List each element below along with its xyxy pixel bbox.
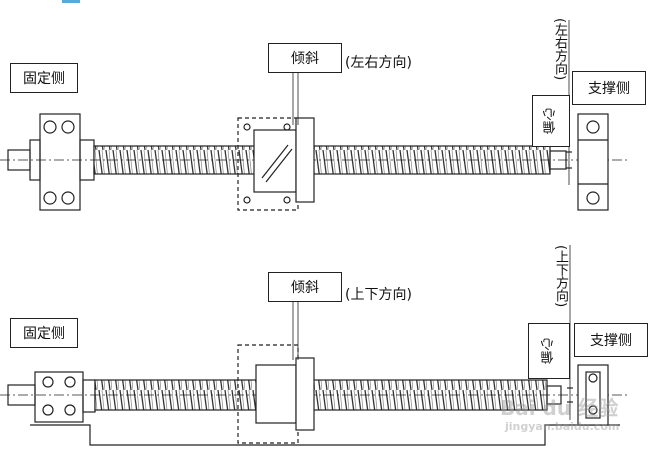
- fixed-side-label: 固定侧: [10, 318, 78, 348]
- support-side-label: 支撑侧: [572, 71, 646, 105]
- direction-label: (上下方向): [345, 287, 412, 303]
- tilt-label: 倾斜: [268, 43, 342, 73]
- support-side-bearing-block: [577, 113, 609, 211]
- accent-mark: [62, 0, 80, 3]
- eccentric-label: 偏心: [532, 95, 570, 147]
- bottom-assembly: [0, 245, 630, 446]
- support-side-label: 支撑侧: [574, 323, 648, 357]
- top-assembly: [0, 20, 630, 211]
- vertical-direction-label: (左右方向): [552, 18, 567, 81]
- fixed-side-bearing-block: [34, 371, 84, 423]
- vertical-direction-label: (上下方向): [553, 245, 568, 308]
- support-side-bearing-block: [577, 364, 609, 426]
- watermark-url: jingyan.baidu.com: [505, 420, 620, 433]
- tilt-label: 倾斜: [268, 272, 342, 302]
- direction-label: (左右方向): [345, 55, 412, 71]
- eccentric-label: 偏心: [528, 323, 570, 379]
- fixed-side-label: 固定侧: [10, 63, 78, 93]
- watermark-brand: Bai du 经验: [500, 396, 619, 420]
